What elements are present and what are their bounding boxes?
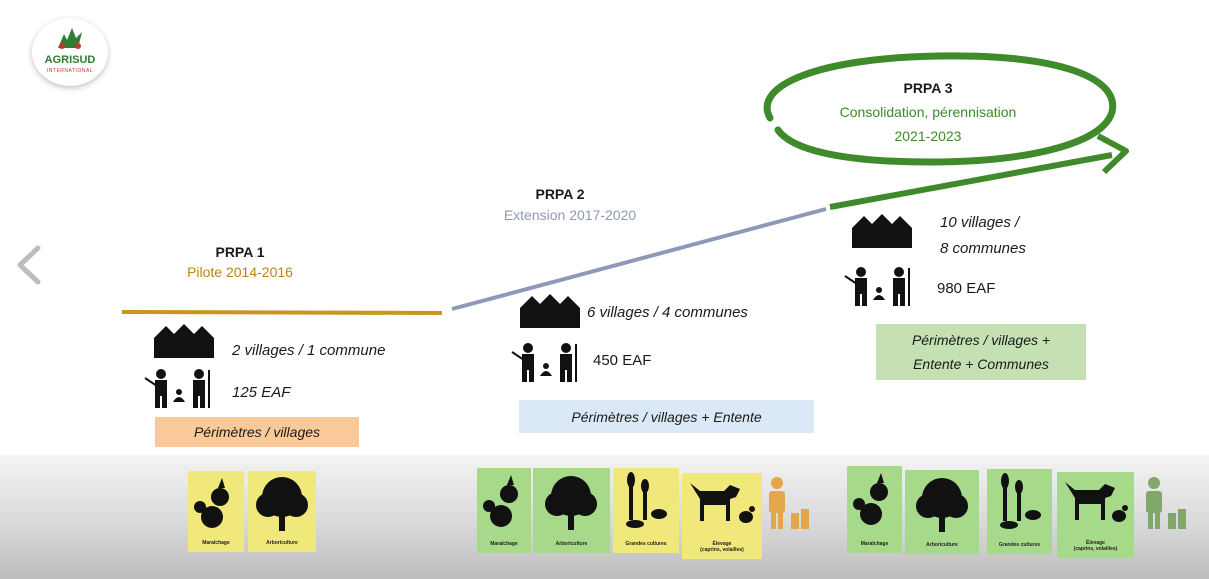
phase3-villages: 10 villages / [940,214,1020,231]
card-grandes-cultures: Grandes cultures [987,469,1052,554]
vegetables-icon [483,475,518,527]
family-icon [1146,477,1186,529]
card-label: Maraîchage [202,540,230,546]
phase2-title: PRPA 2 [535,186,585,202]
farmers-icon [144,369,210,408]
phase3-ellipse [763,52,1117,166]
card-label-line1: Élevage [712,541,732,547]
logo-leaf-icon [58,28,82,49]
phase3-title: PRPA 3 [903,80,953,96]
card-label-line1: Élevage [1086,540,1105,546]
vegetables-icon [853,473,888,525]
phase3-tag-line2: Entente + Communes [913,356,1049,372]
card-label: Maraîchage [490,541,518,547]
card-label: Grandes cultures [998,542,1041,548]
phase3-communes: 8 communes [940,240,1026,257]
phase2-tag: Périmètres / villages + Entente [519,400,814,433]
card-label: Arboriculture [266,540,298,546]
phase2-eaf: 450 EAF [593,352,652,369]
tree-icon [256,477,308,531]
card-label-line2: (caprins, volailles) [1073,546,1118,552]
card-elevage: Élevage (caprins, volailles) [682,473,762,559]
card-maraichage: Maraîchage [847,466,902,553]
phase1-tag: Périmètres / villages [155,417,359,447]
houses-icon [852,214,912,248]
card-label: Maraîchage [860,541,889,547]
farmers-icon [844,267,910,306]
phase1-villages: 2 villages / 1 commune [232,342,386,359]
chevron-left-icon[interactable] [14,244,44,286]
agrisud-logo: AGRISUD INTERNATIONAL [32,18,108,86]
phase2-subtitle: Extension 2017-2020 [503,207,637,223]
phase1-eaf: 125 EAF [232,384,291,401]
crops-icon [1000,473,1041,529]
timeline-phase1-line [121,310,443,315]
card-maraichage: Maraîchage [477,468,531,553]
timeline-lines [121,52,1129,315]
family-icon [769,477,809,529]
card-label-line2: (caprins, volailles) [700,547,744,553]
crops-icon [626,472,667,528]
card-arboriculture: Arboriculture [905,470,979,554]
phase3-tag: Périmètres / villages + Entente + Commun… [876,324,1086,380]
timeline-arrowhead [1096,133,1129,175]
card-arboriculture: Arboriculture [533,468,610,553]
phase2-villages: 6 villages / 4 communes [587,304,748,321]
phase3-years: 2021-2023 [894,128,962,144]
logo-name: AGRISUD [44,54,96,66]
card-label: Arboriculture [926,542,958,548]
timeline-phase3-line [829,152,1113,210]
card-label: Élevage (caprins, volailles) [682,541,762,553]
card-maraichage: Maraîchage [188,471,244,552]
goat-chicken-icon [1065,482,1128,522]
card-label: Grandes cultures [625,541,667,547]
houses-icon [520,294,580,328]
goat-chicken-icon [690,483,755,523]
houses-icon [154,324,214,358]
phase1-subtitle: Pilote 2014-2016 [187,264,293,280]
card-label: Arboriculture [555,541,588,547]
phase3-eaf: 980 EAF [937,280,996,297]
phase3-tag-line1: Périmètres / villages + [911,332,1051,348]
farmers-icon [511,343,577,382]
card-grandes-cultures: Grandes cultures [613,468,679,553]
phase3-subtitle: Consolidation, pérennisation [839,104,1017,120]
vegetables-icon [194,478,229,528]
logo-subtitle: INTERNATIONAL [46,68,94,74]
phase1-title: PRPA 1 [215,244,265,260]
card-elevage: Élevage (caprins, volailles) [1057,472,1134,558]
tree-icon [545,476,597,530]
timeline-phase2-line [451,207,827,311]
card-label: Élevage (caprins, volailles) [1057,540,1134,552]
tree-icon [916,478,968,532]
card-arboriculture: Arboriculture [248,471,316,552]
